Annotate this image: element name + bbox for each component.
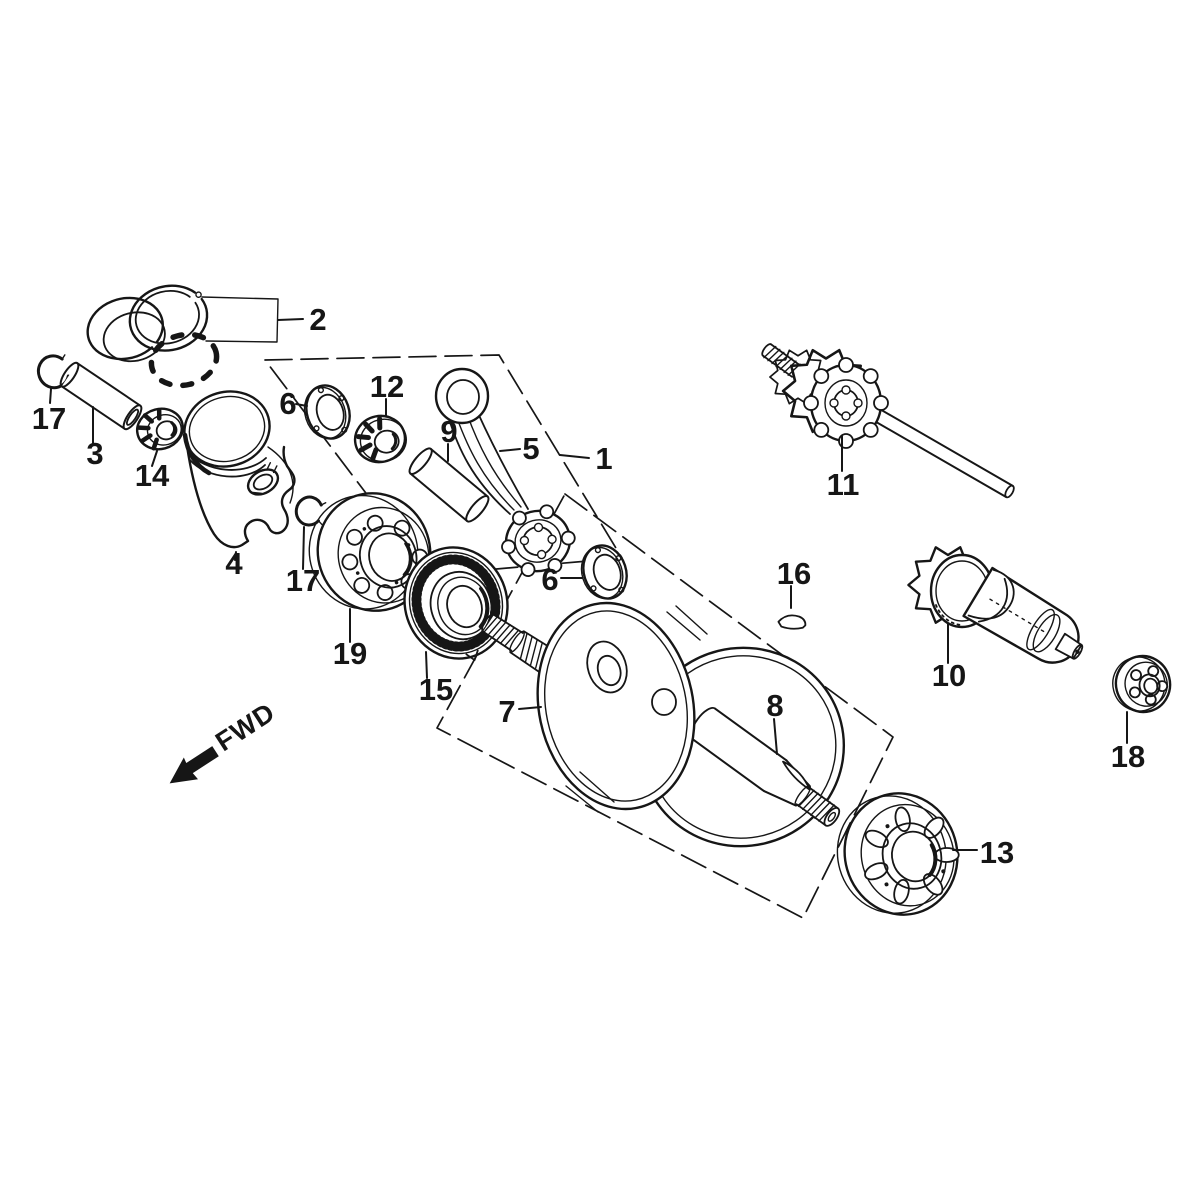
- piston-ring-set: [86, 284, 279, 389]
- primary-gear-shaft: [761, 343, 1015, 499]
- callout-8: 8: [766, 688, 783, 723]
- main-bearing-right: [836, 792, 960, 916]
- fwd-label: FWD: [210, 697, 280, 757]
- callout-5: 5: [522, 431, 539, 466]
- callout-18: 18: [1111, 739, 1145, 774]
- small-end-needle-bearing: [135, 407, 185, 451]
- callout-10: 10: [932, 658, 966, 693]
- big-end-needle-bearing: [353, 414, 407, 464]
- woodruff-key: [777, 614, 807, 630]
- callout-17-left: 17: [32, 401, 66, 436]
- piston-pin: [59, 361, 143, 431]
- balancer-shaft: [907, 546, 1084, 664]
- callout-4: 4: [225, 546, 243, 581]
- circlip-right: [294, 495, 327, 527]
- balancer-bearing: [1112, 654, 1172, 714]
- callout-6-lower: 6: [541, 562, 558, 597]
- callout-15: 15: [419, 672, 453, 707]
- crank-pin: [408, 447, 490, 523]
- callout-2: 2: [309, 302, 326, 337]
- callout-19: 19: [333, 636, 367, 671]
- piston: [182, 390, 296, 549]
- callout-6-upper: 6: [279, 386, 296, 421]
- callout-12: 12: [370, 369, 404, 404]
- callout-16: 16: [777, 556, 811, 591]
- crankshaft: [481, 601, 846, 848]
- thrust-washer-upper: [303, 384, 351, 440]
- callout-9: 9: [440, 414, 457, 449]
- fwd-marker: FWD: [169, 697, 281, 784]
- main-bearing-left: [308, 492, 432, 612]
- callout-1: 1: [595, 441, 612, 476]
- callout-11: 11: [827, 467, 860, 502]
- callout-3: 3: [86, 436, 103, 471]
- callout-13: 13: [980, 835, 1014, 870]
- connecting-rod: [434, 367, 576, 577]
- callout-14: 14: [135, 458, 170, 493]
- callout-17-right: 17: [286, 563, 320, 598]
- thrust-washer-lower: [580, 544, 628, 600]
- callout-7: 7: [498, 694, 515, 729]
- callout-labels: 2 17 3 14 6 12 9 5 1 4 17 19 15 6 16 7 8…: [32, 302, 1145, 870]
- leader-lines: [49, 318, 1128, 851]
